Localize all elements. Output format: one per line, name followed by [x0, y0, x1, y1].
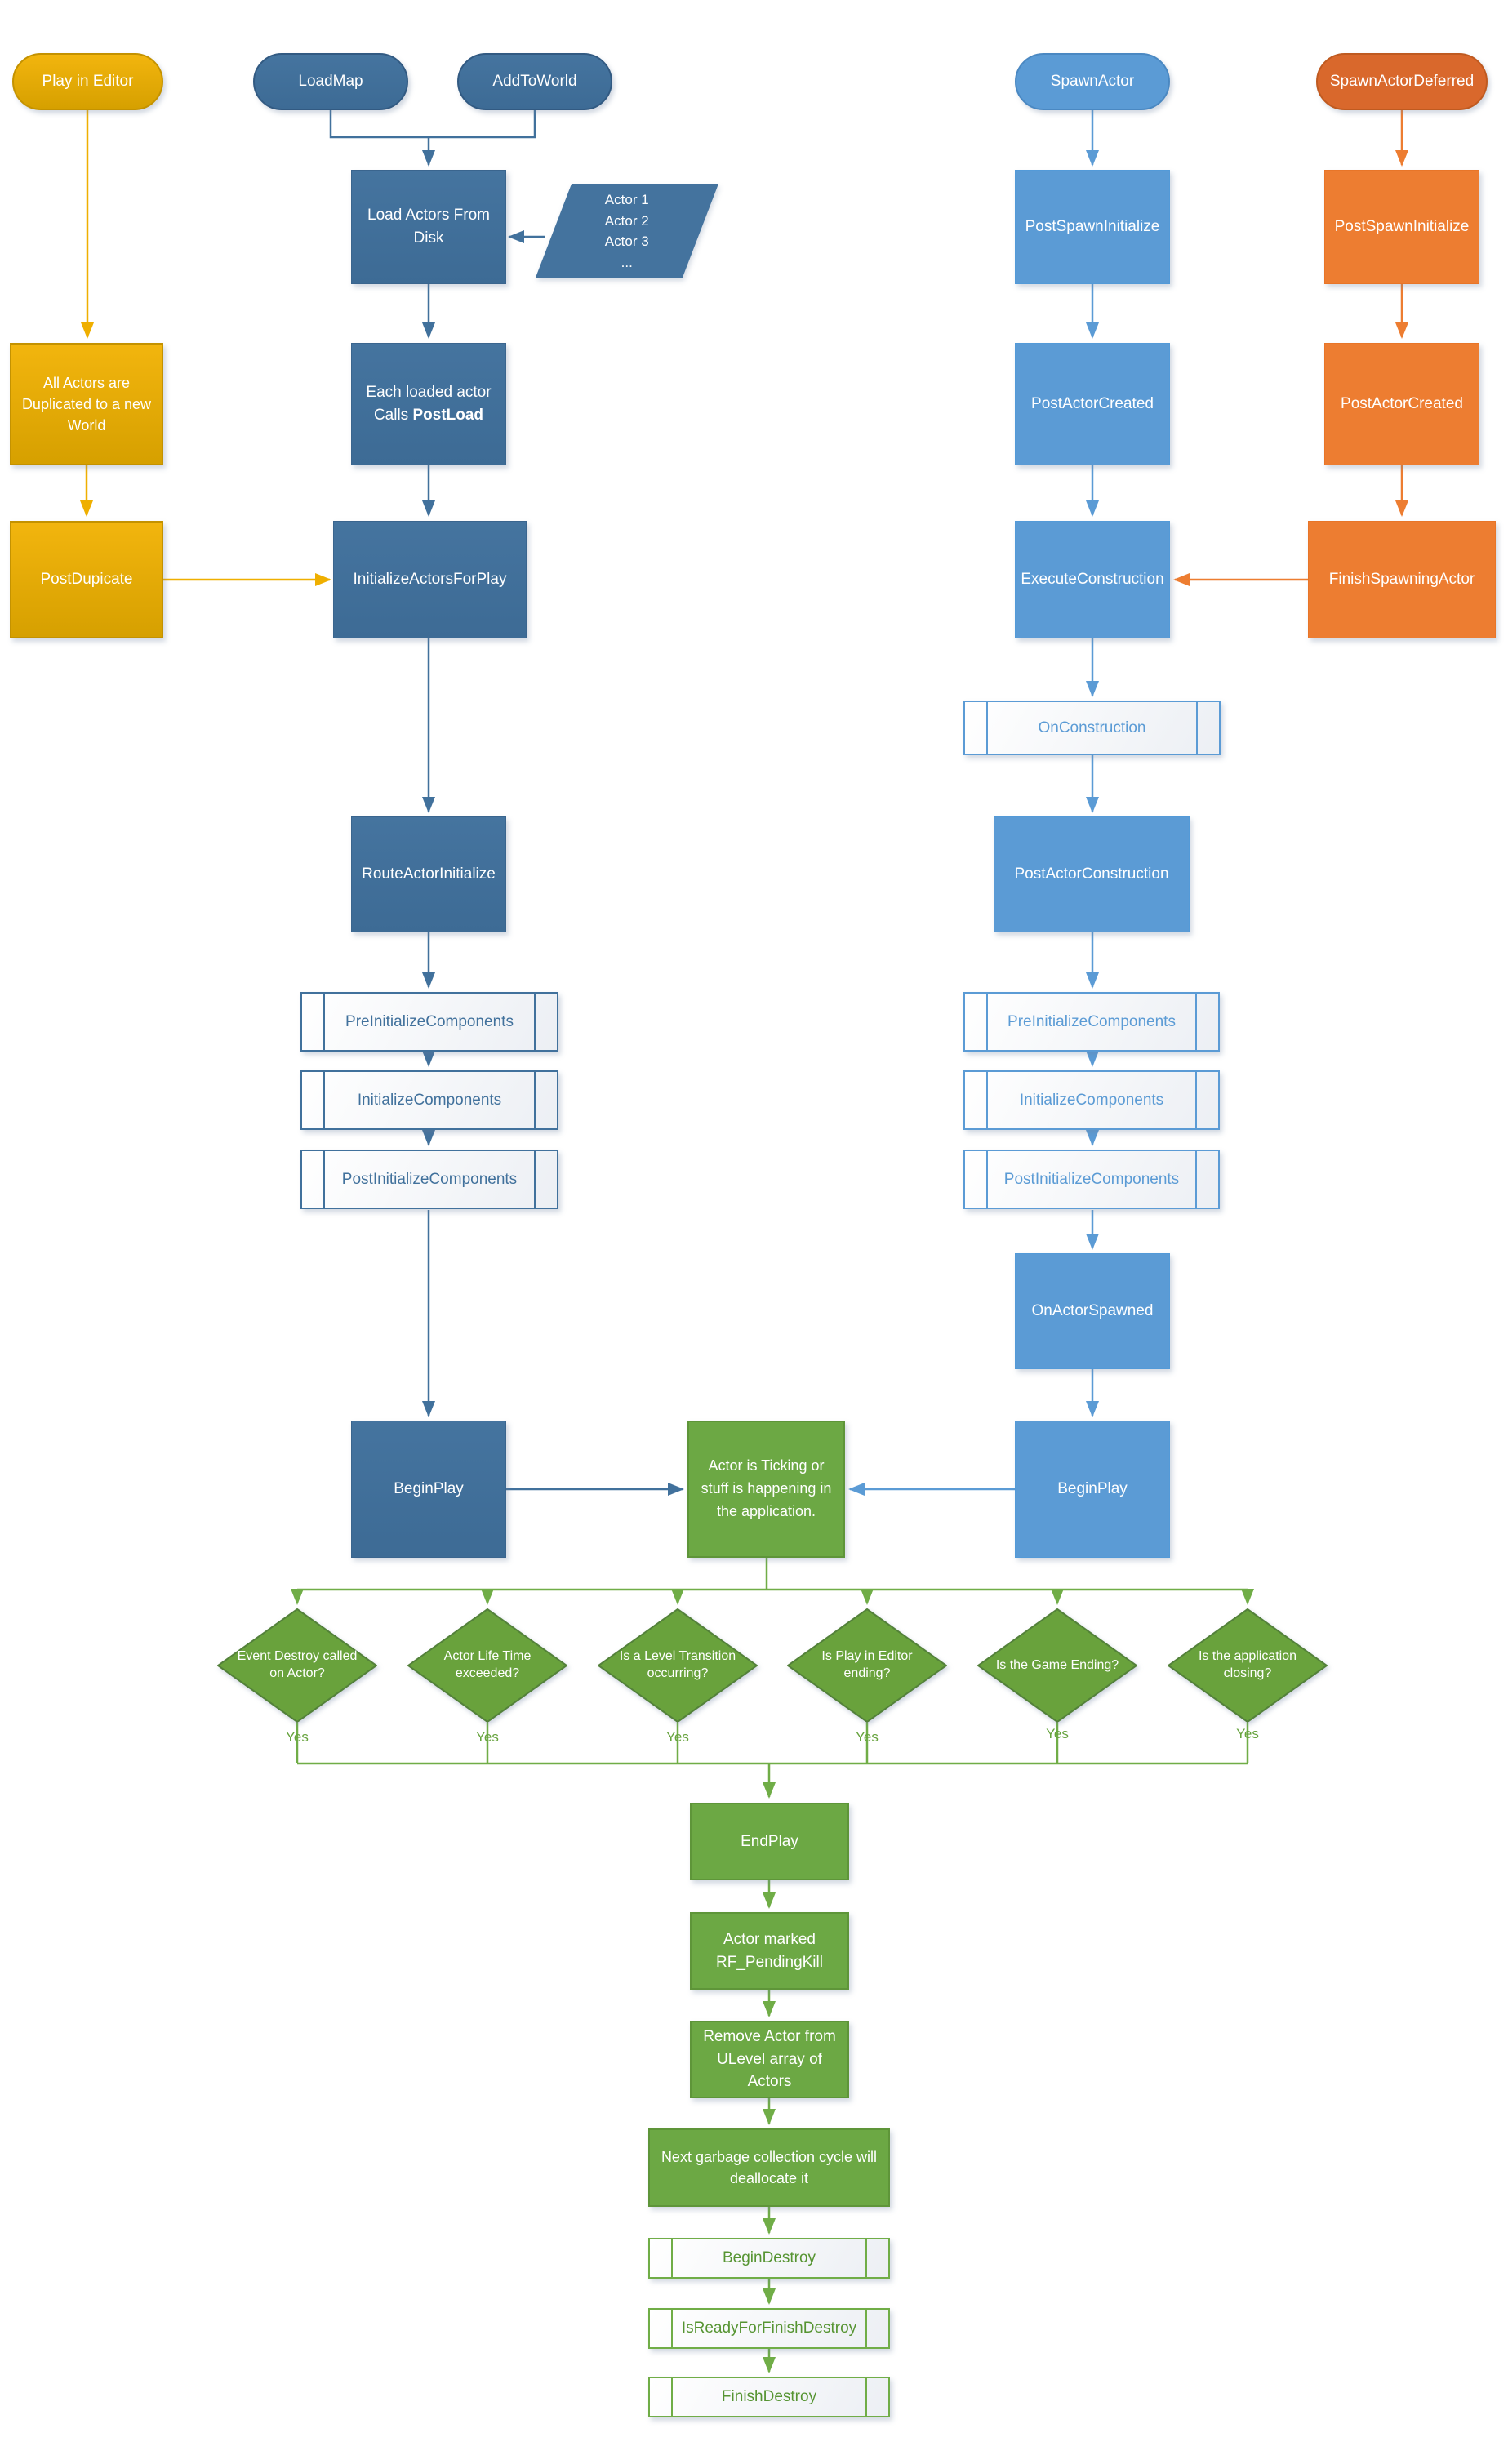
yes-label: Yes	[1236, 1726, 1259, 1741]
node-initialize-components-left: InitializeComponents	[300, 1070, 558, 1130]
node-finish-destroy: FinishDestroy	[648, 2377, 890, 2417]
decision-label: Is Play in Editor ending?	[821, 1649, 913, 1680]
node-each-loaded-actor: Each loaded actor Calls PostLoad	[351, 343, 506, 465]
node-post-actor-construction: PostActorConstruction	[994, 816, 1190, 932]
decision-label: Is a Level Transition occurring?	[619, 1649, 736, 1680]
yes-label: Yes	[856, 1729, 879, 1745]
node-begin-play-right: BeginPlay	[1015, 1421, 1170, 1558]
node-begin-play-left: BeginPlay	[351, 1421, 506, 1558]
node-garbage-collection: Next garbage collection cycle will deall…	[648, 2128, 890, 2207]
calls-prefix: Calls	[373, 407, 413, 424]
actor-list-line: Actor 3	[605, 233, 649, 249]
node-end-play: EndPlay	[690, 1803, 849, 1880]
node-post-actor-created-spawn: PostActorCreated	[1015, 343, 1170, 465]
node-actor-ticking: Actor is Ticking or stuff is happening i…	[687, 1421, 845, 1558]
node-on-actor-spawned: OnActorSpawned	[1015, 1253, 1170, 1369]
node-post-initialize-components-right: PostInitializeComponents	[963, 1150, 1220, 1209]
node-actor-marked-pendingkill: Actor marked RF_PendingKill	[690, 1912, 849, 1990]
node-remove-actor-ulevel: Remove Actor from ULevel array of Actors	[690, 2021, 849, 2098]
decision-level-transition: Is a Level Transition occurring?	[598, 1608, 758, 1723]
actor-list-line: Actor 2	[605, 212, 649, 228]
node-pre-initialize-components-left: PreInitializeComponents	[300, 992, 558, 1052]
node-post-spawn-initialize-spawn: PostSpawnInitialize	[1015, 170, 1170, 284]
node-pre-initialize-components-right: PreInitializeComponents	[963, 992, 1220, 1052]
actor-list-lines: Actor 1 Actor 2 Actor 3 ...	[605, 189, 649, 273]
node-play-in-editor: Play in Editor	[12, 53, 163, 110]
node-load-actors-from-disk: Load Actors From Disk	[351, 170, 506, 284]
post-load-bold: PostLoad	[412, 407, 484, 424]
yes-label: Yes	[476, 1729, 499, 1745]
yes-label: Yes	[286, 1729, 309, 1745]
yes-label: Yes	[1046, 1726, 1069, 1741]
actor-list-line: ...	[621, 254, 634, 269]
node-spawn-actor-deferred: SpawnActorDeferred	[1316, 53, 1488, 110]
node-is-ready-for-finish-destroy: IsReadyForFinishDestroy	[648, 2308, 890, 2349]
node-post-actor-created-deferred: PostActorCreated	[1324, 343, 1479, 465]
decision-event-destroy: Event Destroy called on Actor?	[217, 1608, 377, 1723]
node-begin-destroy: BeginDestroy	[648, 2238, 890, 2279]
decision-label: Is the application closing?	[1198, 1649, 1297, 1680]
decision-label: Is the Game Ending?	[995, 1657, 1119, 1672]
decision-app-closing: Is the application closing?	[1168, 1608, 1328, 1723]
node-execute-construction: ExecuteConstruction	[1015, 521, 1170, 638]
node-on-construction: OnConstruction	[963, 701, 1221, 755]
each-loaded-line2: Calls PostLoad	[366, 404, 491, 427]
node-post-initialize-components-left: PostInitializeComponents	[300, 1150, 558, 1209]
node-post-dupicate: PostDupicate	[10, 521, 163, 638]
node-post-spawn-initialize-deferred: PostSpawnInitialize	[1324, 170, 1479, 284]
node-initialize-components-right: InitializeComponents	[963, 1070, 1220, 1130]
node-finish-spawning-actor: FinishSpawningActor	[1308, 521, 1496, 638]
actor-list-line: Actor 1	[605, 191, 649, 207]
node-all-actors-duplicated: All Actors are Duplicated to a new World	[10, 343, 163, 465]
decision-pie-ending: Is Play in Editor ending?	[787, 1608, 947, 1723]
node-spawn-actor: SpawnActor	[1015, 53, 1170, 110]
decision-label: Actor Life Time exceeded?	[443, 1649, 532, 1680]
node-add-to-world: AddToWorld	[457, 53, 612, 110]
node-load-map: LoadMap	[253, 53, 408, 110]
node-initialize-actors-for-play: InitializeActorsForPlay	[333, 521, 527, 638]
each-loaded-line1: Each loaded actor	[366, 384, 492, 402]
decision-game-ending: Is the Game Ending?	[977, 1608, 1137, 1723]
node-route-actor-initialize: RouteActorInitialize	[351, 816, 506, 932]
decision-life-time: Actor Life Time exceeded?	[407, 1608, 567, 1723]
yes-label: Yes	[666, 1729, 689, 1745]
decision-label: Event Destroy called on Actor?	[237, 1649, 358, 1680]
